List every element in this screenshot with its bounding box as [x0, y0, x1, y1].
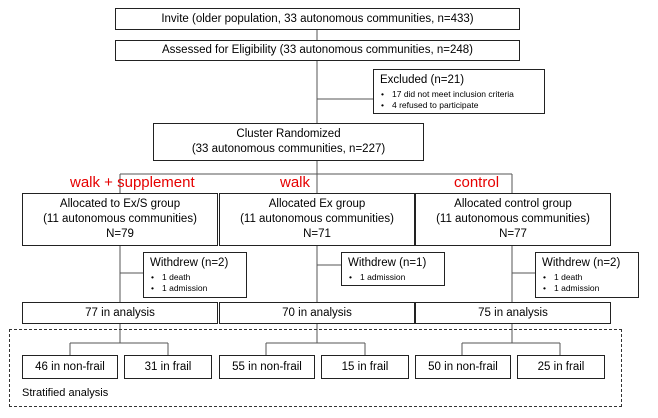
group-label-control: control: [454, 174, 500, 191]
allocation-box-control: Allocated control group (11 autonomous c…: [415, 193, 611, 246]
allocation-box-exs: Allocated to Ex/S group (11 autonomous c…: [22, 193, 218, 246]
allocation-line: (11 autonomous communities): [240, 213, 394, 225]
nonfrail-text: 50 in non-frail: [428, 360, 498, 373]
allocation-line: N=79: [106, 228, 134, 240]
withdrew-list: 1 death 1 admission: [542, 272, 632, 294]
allocation-line: Allocated control group: [454, 198, 572, 210]
excluded-item: 17 did not meet inclusion criteria: [380, 89, 538, 100]
invite-text: Invite (older population, 33 autonomous …: [161, 12, 474, 25]
stratified-analysis-label: Stratified analysis: [22, 387, 109, 399]
stratified-analysis-frame: [9, 329, 622, 407]
eligibility-box: Assessed for Eligibility (33 autonomous …: [115, 40, 520, 61]
group-label-walk: walk: [280, 174, 311, 191]
eligibility-text: Assessed for Eligibility (33 autonomous …: [162, 44, 473, 56]
frail-box-exs: 31 in frail: [124, 355, 212, 379]
analysis-text: 75 in analysis: [478, 306, 548, 319]
withdrew-item: 1 admission: [348, 272, 438, 283]
nonfrail-box-control: 50 in non-frail: [415, 355, 511, 379]
allocation-line: Allocated to Ex/S group: [59, 198, 181, 210]
allocation-line: N=77: [499, 228, 527, 240]
allocation-line: (11 autonomous communities): [43, 213, 197, 225]
withdrew-box-ex: Withdrew (n=1) 1 admission: [341, 252, 445, 286]
excluded-item: 4 refused to participate: [380, 100, 538, 111]
nonfrail-box-ex: 55 in non-frail: [219, 355, 315, 379]
excluded-list: 17 did not meet inclusion criteria 4 ref…: [380, 89, 538, 111]
randomized-line1: Cluster Randomized: [236, 128, 341, 140]
withdrew-list: 1 death 1 admission: [150, 272, 240, 294]
invite-box: Invite (older population, 33 autonomous …: [115, 8, 520, 30]
analysis-text: 70 in analysis: [282, 306, 352, 319]
withdrew-item: 1 admission: [542, 283, 632, 294]
withdrew-list: 1 admission: [348, 272, 438, 283]
withdrew-title: Withdrew (n=1): [348, 257, 427, 269]
nonfrail-box-exs: 46 in non-frail: [22, 355, 118, 379]
withdrew-item: 1 admission: [150, 283, 240, 294]
excluded-title: Excluded (n=21): [380, 74, 465, 86]
allocation-box-ex: Allocated Ex group (11 autonomous commun…: [219, 193, 415, 246]
withdrew-box-exs: Withdrew (n=2) 1 death 1 admission: [143, 252, 247, 298]
group-label-walk-supplement: walk + supplement: [70, 174, 195, 191]
withdrew-title: Withdrew (n=2): [542, 257, 621, 269]
randomized-box: Cluster Randomized (33 autonomous commun…: [153, 123, 424, 161]
allocation-line: N=71: [303, 228, 331, 240]
frail-text: 25 in frail: [537, 360, 585, 373]
frail-text: 31 in frail: [144, 360, 192, 373]
analysis-box-control: 75 in analysis: [415, 302, 611, 324]
withdrew-item: 1 death: [150, 272, 240, 283]
analysis-box-exs: 77 in analysis: [22, 302, 218, 324]
frail-box-ex: 15 in frail: [321, 355, 409, 379]
nonfrail-text: 55 in non-frail: [232, 360, 302, 373]
frail-text: 15 in frail: [341, 360, 389, 373]
excluded-box: Excluded (n=21) 17 did not meet inclusio…: [373, 69, 545, 114]
nonfrail-text: 46 in non-frail: [35, 360, 105, 373]
analysis-box-ex: 70 in analysis: [219, 302, 415, 324]
withdrew-title: Withdrew (n=2): [150, 257, 229, 269]
withdrew-box-control: Withdrew (n=2) 1 death 1 admission: [535, 252, 639, 298]
analysis-text: 77 in analysis: [85, 306, 155, 319]
allocation-line: Allocated Ex group: [268, 198, 366, 210]
withdrew-item: 1 death: [542, 272, 632, 283]
allocation-line: (11 autonomous communities): [436, 213, 590, 225]
randomized-line2: (33 autonomous communities, n=227): [191, 143, 386, 155]
frail-box-control: 25 in frail: [517, 355, 605, 379]
